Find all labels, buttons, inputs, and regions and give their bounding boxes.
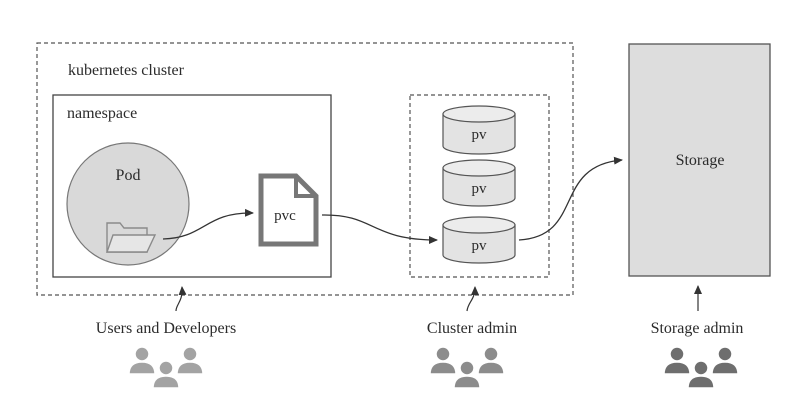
pv-cylinder-3: pv — [442, 216, 516, 264]
user-group-icon — [128, 346, 204, 389]
cluster-label: kubernetes cluster — [68, 62, 185, 79]
pv-label: pv — [472, 238, 488, 254]
pv-label: pv — [472, 127, 488, 143]
pv-label: pv — [472, 181, 488, 197]
storage-box: Storage — [628, 43, 771, 277]
namespace-label: namespace — [67, 105, 137, 122]
document-icon — [258, 173, 319, 247]
storage-label: Storage — [676, 152, 725, 169]
pv-cylinder-2: pv — [442, 159, 516, 207]
cluster-admin-label: Cluster admin — [427, 320, 517, 337]
pv-cylinder-1: pv — [442, 105, 516, 155]
user-group-icon — [429, 346, 505, 389]
arrow-pv-to-storage — [518, 156, 623, 241]
storage-admin-label: Storage admin — [651, 320, 744, 337]
arrow-pvc-to-pv — [321, 214, 438, 244]
arrow-cluster-admin-up — [466, 286, 479, 312]
arrow-users-up — [175, 286, 187, 312]
pod: Pod — [66, 142, 190, 266]
pvc-document: pvc — [258, 173, 319, 247]
pod-label: Pod — [116, 167, 141, 184]
users-developers-label: Users and Developers — [96, 320, 236, 337]
user-group-icon — [663, 346, 739, 389]
arrow-pod-to-pvc — [162, 208, 254, 240]
pvc-label: pvc — [274, 208, 296, 224]
folder-icon — [106, 222, 157, 253]
namespace-box — [52, 94, 332, 278]
kubernetes-cluster-box — [36, 42, 574, 296]
